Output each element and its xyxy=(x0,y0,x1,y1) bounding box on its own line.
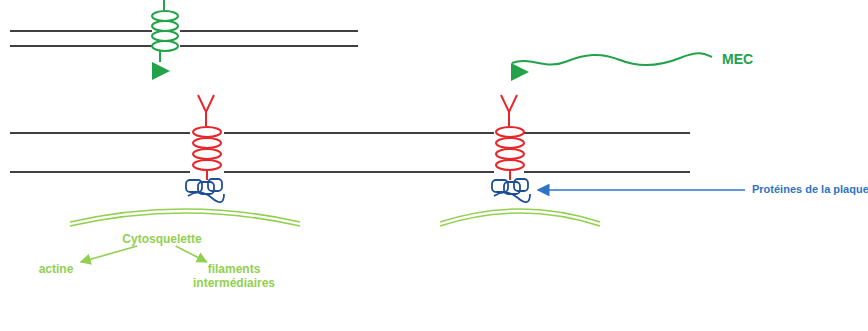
integrin-receptor xyxy=(193,95,221,180)
text-node: actine xyxy=(28,262,84,276)
leader-arrow xyxy=(538,189,745,191)
node-text: actine xyxy=(28,262,84,276)
region-label: MEC xyxy=(722,51,753,67)
plaque-proteins xyxy=(186,179,224,202)
mec-fiber xyxy=(512,53,712,65)
node-text: filaments intermédiaires xyxy=(186,262,282,290)
ligand-protein xyxy=(152,0,178,62)
lower-membrane xyxy=(10,133,690,172)
ligand-triangle xyxy=(152,62,170,80)
integrin-receptor xyxy=(496,95,524,180)
plaque-proteins xyxy=(492,179,530,202)
text-node: Cytosquelette xyxy=(112,232,212,246)
upper-membrane xyxy=(10,31,358,46)
arrow-connector xyxy=(176,246,207,262)
cytoskeleton xyxy=(70,209,600,226)
ligand-triangle xyxy=(511,63,529,81)
node-text: Cytosquelette xyxy=(112,232,212,246)
arrow-connector xyxy=(81,246,138,262)
text-node: filaments intermédiaires xyxy=(186,262,282,290)
callout-label: Protéines de la plaque xyxy=(752,183,868,195)
